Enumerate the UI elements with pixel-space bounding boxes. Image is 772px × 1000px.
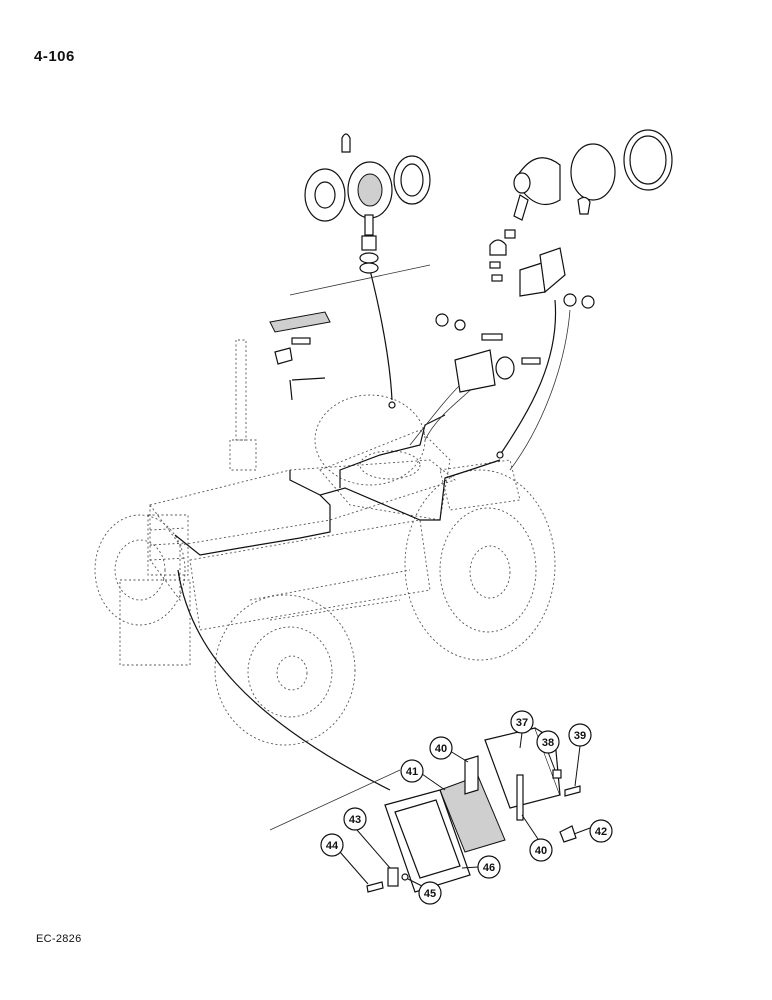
left-headlamp-assembly bbox=[304, 133, 431, 274]
callout-label-40b: 40 bbox=[535, 845, 547, 857]
right-spotlight-assembly bbox=[489, 129, 673, 309]
callout-label-45: 45 bbox=[424, 888, 436, 900]
bracket-parts bbox=[269, 311, 541, 401]
callout-39: 39 bbox=[568, 723, 592, 787]
callout-43: 43 bbox=[343, 807, 391, 869]
callout-label-42: 42 bbox=[595, 826, 607, 838]
callout-44: 44 bbox=[320, 833, 369, 885]
callout-label-43: 43 bbox=[349, 814, 361, 826]
callout-label-38: 38 bbox=[542, 737, 554, 749]
callout-38: 38 bbox=[536, 730, 560, 771]
drawing-code: EC-2826 bbox=[36, 933, 82, 945]
callout-42: 42 bbox=[573, 819, 613, 843]
callouts: 37 38 39 40 41 40 42 bbox=[320, 710, 613, 905]
callout-label-39: 39 bbox=[574, 730, 586, 742]
callout-label-40a: 40 bbox=[435, 743, 447, 755]
callout-41: 41 bbox=[400, 759, 446, 791]
callout-label-41: 41 bbox=[406, 766, 418, 778]
leader-lines bbox=[269, 264, 571, 831]
callout-46: 46 bbox=[461, 855, 501, 879]
callout-label-46: 46 bbox=[483, 862, 495, 874]
page-number: 4-106 bbox=[34, 48, 75, 65]
tractor-outline bbox=[94, 339, 556, 746]
callout-40-top: 40 bbox=[429, 736, 469, 763]
callout-45: 45 bbox=[407, 878, 442, 905]
callout-label-44: 44 bbox=[326, 840, 339, 852]
callout-40-bottom: 40 bbox=[521, 814, 553, 862]
callout-37: 37 bbox=[510, 710, 534, 749]
wiring-harness bbox=[174, 269, 557, 791]
callout-label-37: 37 bbox=[516, 717, 528, 729]
